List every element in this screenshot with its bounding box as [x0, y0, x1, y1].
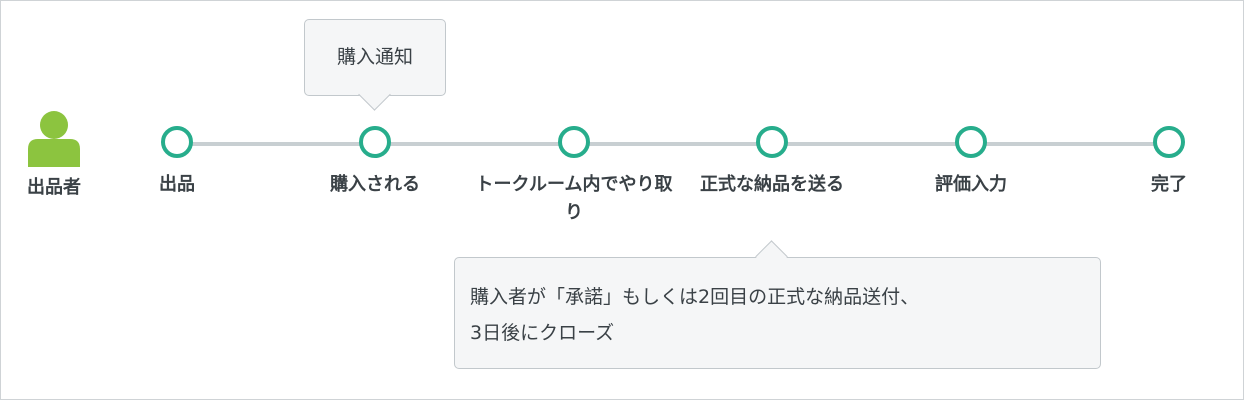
auto-close-text-line2: 3日後にクローズ	[470, 322, 615, 344]
step-label-delivery: 正式な納品を送る	[700, 174, 844, 195]
timeline-connector	[177, 142, 1169, 146]
step-node-review	[955, 126, 987, 158]
step-node-complete	[1153, 126, 1185, 158]
step-label-listing: 出品	[159, 174, 195, 195]
step-label-talkroom: トークルーム内でやり取り	[475, 174, 673, 223]
step-label-complete: 完了	[1151, 174, 1187, 195]
step-node-purchased	[359, 126, 391, 158]
callout-pointer	[358, 78, 391, 111]
auto-close-callout: 購入者が「承諾」もしくは2回目の正式な納品送付、 3日後にクローズ	[454, 240, 1101, 369]
purchase-notice-callout: 購入通知	[304, 19, 446, 111]
auto-close-text-line1: 購入者が「承諾」もしくは2回目の正式な納品送付、	[470, 286, 920, 308]
callout-pointer	[755, 240, 788, 273]
step-label-purchased: 購入される	[330, 174, 420, 195]
step-node-delivery	[756, 126, 788, 158]
step-node-talkroom	[558, 126, 590, 158]
actor-label: 出品者	[27, 177, 81, 198]
seller-icon	[28, 111, 80, 167]
purchase-notice-text: 購入通知	[336, 46, 413, 68]
step-node-listing	[161, 126, 193, 158]
step-label-review: 評価入力	[935, 174, 1007, 195]
